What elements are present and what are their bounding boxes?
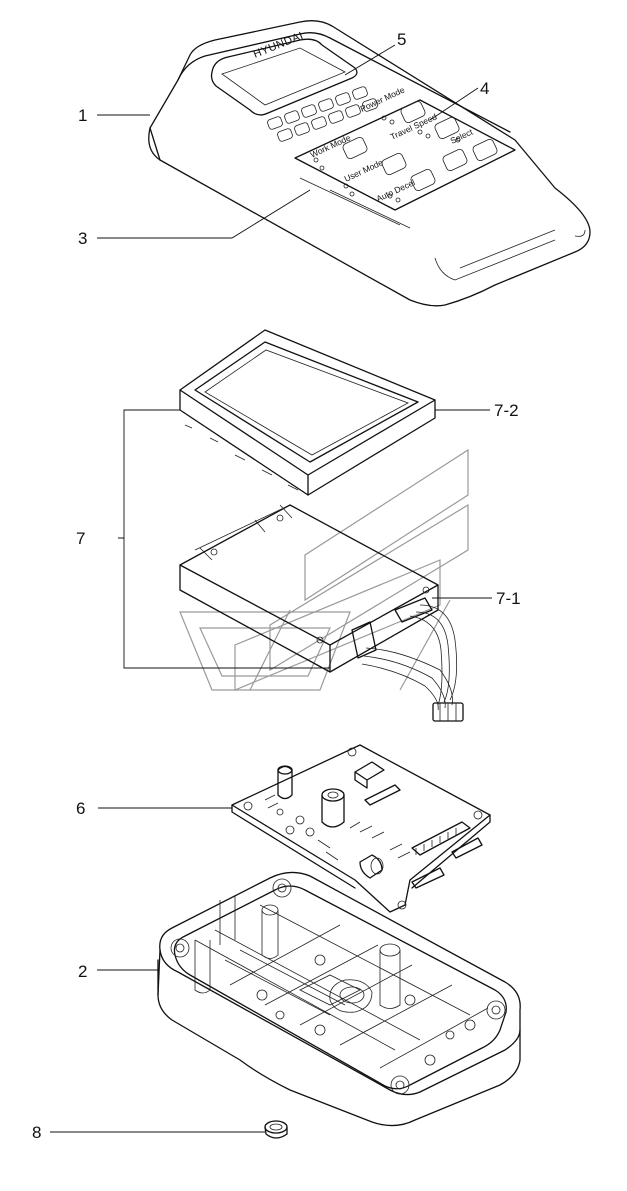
callout-2: 2 xyxy=(78,962,87,981)
part-rubber-foot xyxy=(264,1120,288,1139)
label-work-mode: Work Mode xyxy=(309,132,353,159)
label-select: Select xyxy=(449,126,475,145)
label-travel-speed: Travel Speed xyxy=(389,111,439,141)
callout-8: 8 xyxy=(32,1123,41,1142)
callout-7-1: 7-1 xyxy=(496,589,521,608)
watermark-logo xyxy=(179,448,469,691)
part-lcd-module xyxy=(179,504,464,722)
part-front-housing xyxy=(148,20,591,307)
callout-3: 3 xyxy=(78,229,87,248)
callout-7: 7 xyxy=(76,529,85,548)
callout-7-2: 7-2 xyxy=(494,401,519,420)
label-user-mode: User Mode xyxy=(343,157,385,184)
part-pcb xyxy=(231,744,491,913)
callout-6: 6 xyxy=(76,799,85,818)
callout-5: 5 xyxy=(397,30,406,49)
brand-label: HYUNDAI xyxy=(252,30,306,61)
part-lcd-frame xyxy=(179,329,436,496)
part-rear-case xyxy=(157,871,521,1127)
callout-4: 4 xyxy=(480,79,489,98)
leader-lines xyxy=(50,44,492,1133)
callout-1: 1 xyxy=(78,106,87,125)
